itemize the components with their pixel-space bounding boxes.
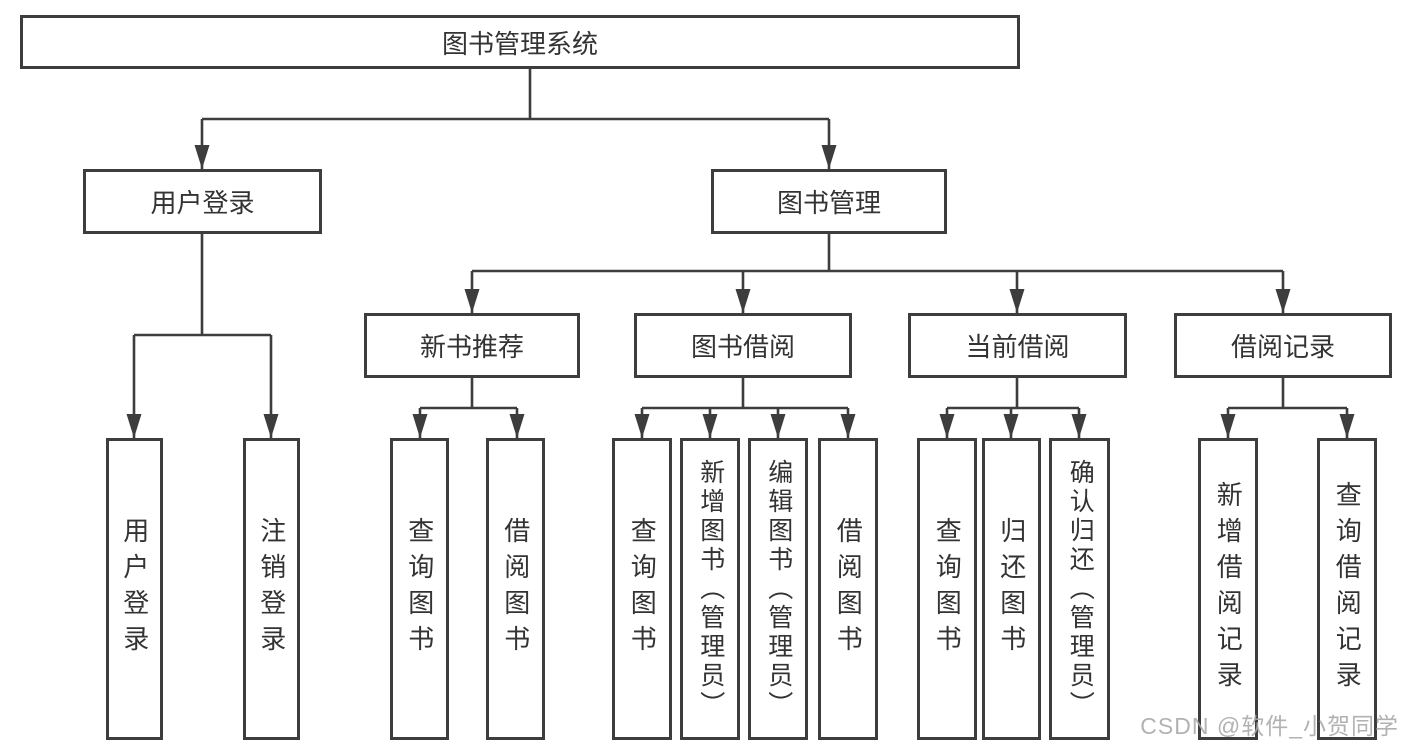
leaf-edit-books-admin: 编辑图书（管理员） <box>748 438 808 740</box>
leaf-label: 查询图书 <box>627 517 658 661</box>
leaf-label: 注销登录 <box>256 517 287 661</box>
node-library-management-system: 图书管理系统 <box>20 15 1020 69</box>
node-book-management: 图书管理 <box>711 169 947 234</box>
node-book-borrowing: 图书借阅 <box>634 313 852 378</box>
leaf-label: 借阅图书 <box>833 517 864 661</box>
node-label: 用户登录 <box>150 188 255 218</box>
leaf-label: 查询借阅记录 <box>1332 481 1363 697</box>
connector-user-login-children <box>134 234 271 337</box>
node-label: 图书管理系统 <box>441 28 598 59</box>
leaf-label: 借阅图书 <box>500 517 531 661</box>
node-new-book-recommendation: 新书推荐 <box>364 313 580 378</box>
leaf-add-borrow-record: 新增借阅记录 <box>1198 438 1258 740</box>
leaf-return-books: 归还图书 <box>982 438 1041 740</box>
connector-root-to-level2 <box>202 69 829 121</box>
connector-borrow-records-children <box>1228 378 1347 410</box>
connector-new-book-children <box>420 378 517 410</box>
connector-book-borrowing-children <box>642 378 848 410</box>
leaf-query-borrow-record: 查询借阅记录 <box>1317 438 1377 740</box>
csdn-watermark: CSDN @软件_小贺同学 <box>1140 713 1399 739</box>
leaf-label: 用户登录 <box>119 517 150 661</box>
leaf-label: 查询图书 <box>932 517 963 661</box>
leaf-user-login: 用户登录 <box>106 438 163 740</box>
node-label: 图书管理 <box>776 188 881 218</box>
leaf-label: 新增借阅记录 <box>1213 481 1244 697</box>
node-current-borrowing: 当前借阅 <box>908 313 1127 378</box>
node-label: 图书借阅 <box>690 332 795 362</box>
leaf-query-books-recommend: 查询图书 <box>390 438 449 740</box>
leaf-borrow-books-borrowing: 借阅图书 <box>818 438 878 740</box>
leaf-query-books-borrowing: 查询图书 <box>612 438 672 740</box>
leaf-query-books-current: 查询图书 <box>917 438 977 740</box>
leaf-confirm-return-admin: 确认归还（管理员） <box>1049 438 1110 740</box>
leaf-label: 归还图书 <box>996 517 1027 661</box>
node-borrowing-records: 借阅记录 <box>1174 313 1392 378</box>
leaf-label: 编辑图书（管理员） <box>764 458 793 720</box>
node-label: 新书推荐 <box>419 332 524 362</box>
leaf-add-books-admin: 新增图书（管理员） <box>680 438 740 740</box>
connector-book-management-children <box>472 234 1283 273</box>
leaf-borrow-books-recommend: 借阅图书 <box>486 438 545 740</box>
node-label: 当前借阅 <box>965 332 1070 362</box>
node-user-login: 用户登录 <box>83 169 322 234</box>
leaf-logout: 注销登录 <box>243 438 300 740</box>
leaf-label: 新增图书（管理员） <box>696 458 725 720</box>
connector-current-borrowing-children <box>947 378 1079 410</box>
leaf-label: 查询图书 <box>404 517 435 661</box>
leaf-label: 确认归还（管理员） <box>1066 458 1095 720</box>
node-label: 借阅记录 <box>1230 332 1335 362</box>
